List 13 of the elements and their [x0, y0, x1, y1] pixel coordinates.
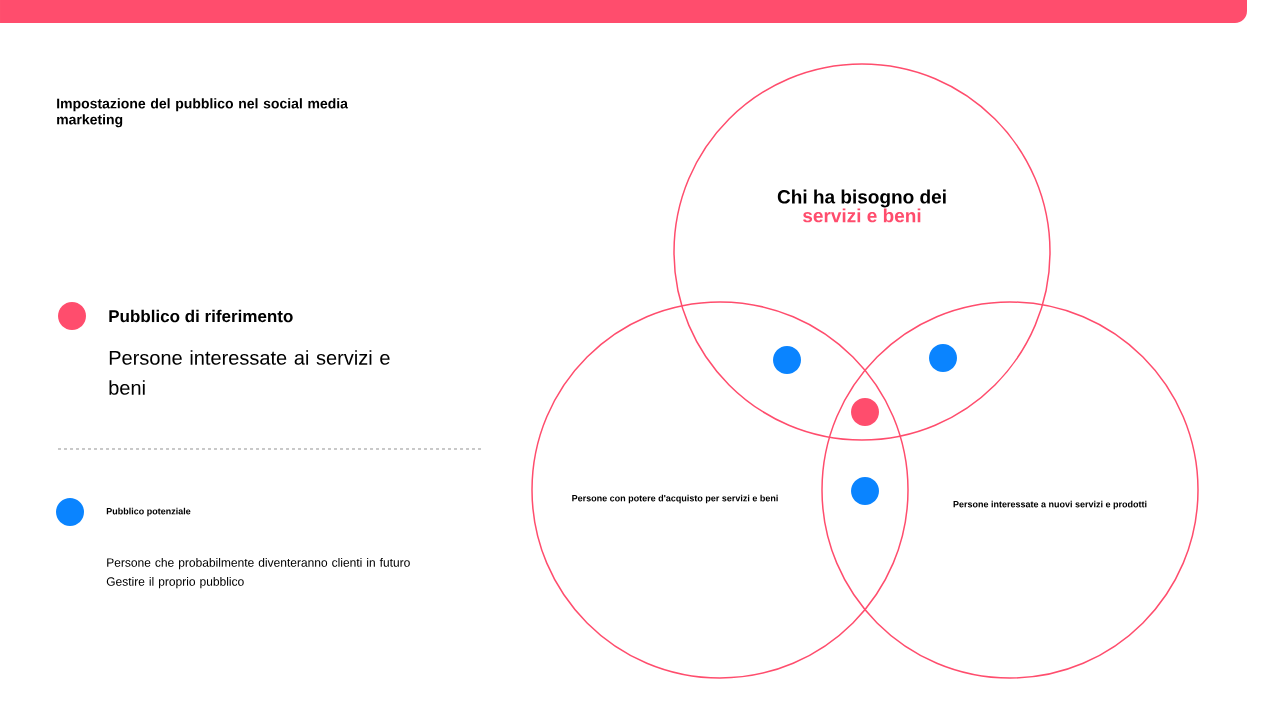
dot	[773, 346, 801, 374]
description-text: Gestire il proprio pubblico	[106, 577, 244, 589]
title: Impostazione del pubblico nel social media marketing	[57, 98, 349, 128]
dot	[851, 477, 879, 505]
description-text: Persone che probabilmente diventeranno clienti in futuro	[107, 558, 410, 570]
circle-label: Persone con potere d'acquisto per servizi e beni	[572, 494, 778, 504]
circle-heading: Chi ha bisogno dei servizi e beni	[777, 189, 946, 223]
legend-label: Pubblico di riferimento	[109, 309, 293, 323]
legend-label: Pubblico potenziale	[106, 507, 191, 517]
dot	[929, 344, 957, 372]
circle-label: Persone interessate a nuovi servizi e prodotti	[953, 500, 1147, 510]
dot	[851, 398, 879, 426]
description-text: Persone interessate ai servizi e beni	[109, 350, 390, 395]
